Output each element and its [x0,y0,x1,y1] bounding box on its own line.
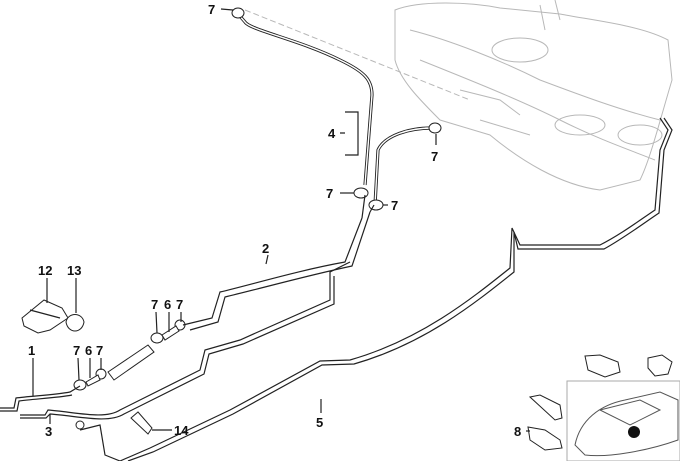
callout-8: 8 [514,424,521,439]
callout-4: 4 [328,126,336,141]
callout-7: 7 [391,198,398,213]
leader-lines [32,8,530,432]
callout-6: 6 [164,297,171,312]
callout-7: 7 [176,297,183,312]
callout-14: 14 [174,423,189,438]
fuel-filter[interactable] [85,325,180,387]
callout-7: 7 [208,2,215,17]
callout-7: 7 [96,343,103,358]
fuel-tank-illustration [244,0,673,191]
fuel-pipe-1[interactable] [0,385,81,412]
fuel-pipe-5[interactable] [119,117,673,461]
callout-7: 7 [326,186,333,201]
vehicle-location-inset [566,380,680,461]
callout-1: 1 [28,343,35,358]
callout-7: 7 [73,343,80,358]
callout-7: 7 [151,297,158,312]
fuel-pipe-2[interactable] [182,194,375,331]
bracket-14[interactable] [130,411,153,435]
fuel-pipe-4[interactable] [236,12,433,206]
callout-5: 5 [316,415,323,430]
callout-7: 7 [431,149,438,164]
callout-12: 12 [38,263,52,278]
heat-shield-12[interactable] [21,299,69,334]
callout-2: 2 [262,241,269,256]
callout-3: 3 [45,424,52,439]
clips-8[interactable] [527,354,673,451]
connector-part[interactable] [75,420,85,430]
callout-labels: 7 4 7 7 7 2 12 13 7 6 7 1 7 6 7 3 14 5 8 [28,2,521,439]
callout-13: 13 [67,263,81,278]
grommet-13[interactable] [65,314,85,332]
callout-6: 6 [85,343,92,358]
